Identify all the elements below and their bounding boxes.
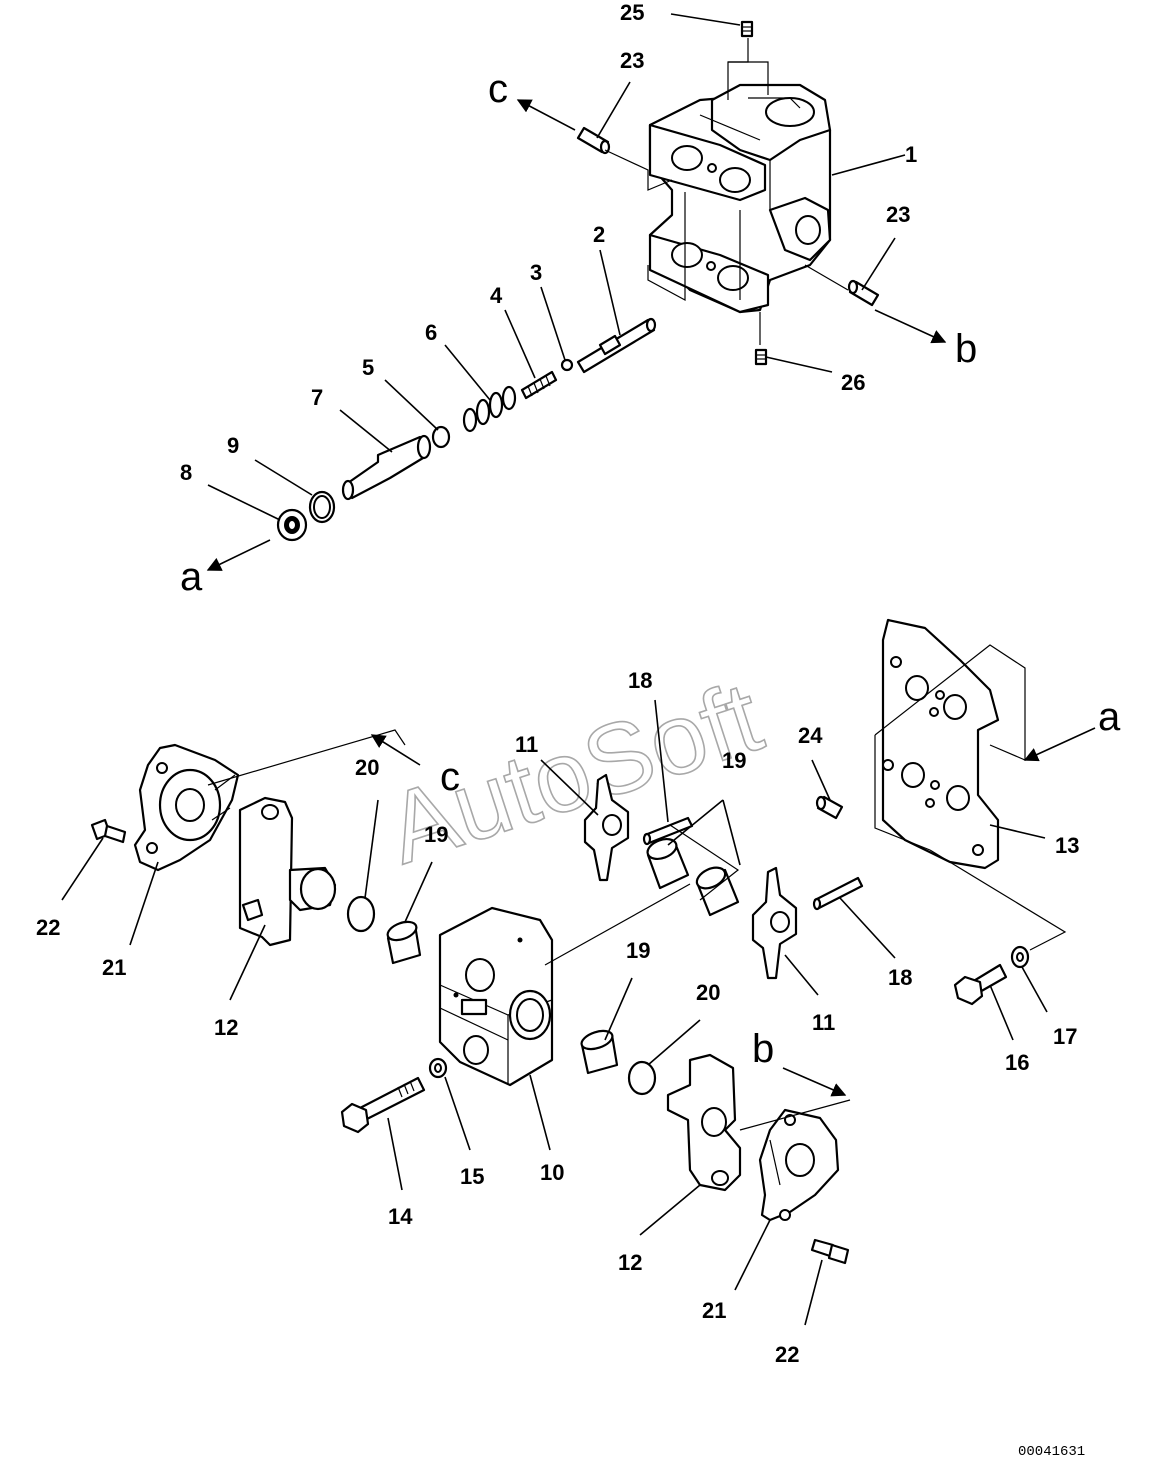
callout-18-upper: 18 [628, 668, 652, 693]
callout-5: 5 [362, 355, 374, 380]
lever-part-11-upper [583, 773, 630, 882]
callout-15: 15 [460, 1164, 484, 1189]
retainer-part-3 [560, 358, 574, 372]
seal-part-20-lower [627, 1060, 657, 1096]
reference-letters: c b a a c b [180, 67, 1121, 1071]
piston-part-7 [341, 434, 432, 501]
callout-19-right: 19 [722, 748, 746, 773]
ref-letter-a-right: a [1098, 695, 1121, 739]
callout-12-left: 12 [214, 1015, 238, 1040]
callout-19-lower: 19 [626, 938, 650, 963]
callout-13: 13 [1055, 833, 1079, 858]
callout-20-lower: 20 [696, 980, 720, 1005]
callout-21-left: 21 [102, 955, 126, 980]
callout-4: 4 [490, 283, 503, 308]
callout-7: 7 [311, 385, 323, 410]
callout-21-right: 21 [702, 1298, 726, 1323]
callout-14: 14 [388, 1204, 413, 1229]
callout-22-right: 22 [775, 1342, 799, 1367]
spring-part-6 [462, 385, 517, 433]
bolt-part-16 [953, 963, 1008, 1006]
callout-10: 10 [540, 1160, 564, 1185]
dowel-pin-part-23-left [576, 126, 611, 155]
ref-letter-c-mid: c [440, 755, 460, 799]
screw-part-22-right [810, 1238, 850, 1265]
lever-part-12-right [666, 1053, 742, 1192]
lever-part-11-lower [751, 866, 798, 980]
spool-part-2 [576, 317, 657, 374]
callout-23-top: 23 [620, 48, 644, 73]
bushing-part-19-d [580, 1029, 619, 1075]
bushing-part-19-b [695, 866, 740, 917]
callout-25: 25 [620, 0, 644, 25]
dowel-pin-part-23-right [847, 279, 880, 307]
washer-part-17 [1010, 945, 1030, 969]
callout-11-lower: 11 [812, 1010, 835, 1035]
washer-part-15 [428, 1057, 448, 1079]
callout-26: 26 [841, 370, 865, 395]
callout-12-right: 12 [618, 1250, 642, 1275]
callout-3: 3 [530, 260, 542, 285]
drawing-code: 00041631 [1018, 1444, 1085, 1460]
bolt-part-14 [340, 1076, 426, 1134]
plug-part-25 [740, 20, 754, 38]
bushing-part-19-a [646, 838, 690, 890]
ref-letter-c-top: c [488, 67, 508, 111]
callout-18-lower: 18 [888, 965, 912, 990]
callout-9: 9 [227, 433, 239, 458]
callout-23-right: 23 [886, 202, 910, 227]
watermark: AutoSoft [375, 660, 775, 885]
callout-leaders [61, 13, 1048, 1326]
assembly-guide-lines [206, 38, 1096, 1131]
plug-part-26 [754, 348, 768, 366]
callout-24: 24 [798, 723, 823, 748]
valve-body-part-1 [648, 83, 832, 314]
ref-letter-b-top: b [955, 327, 977, 371]
seal-part-20-upper [346, 895, 376, 933]
plate-part-13 [881, 618, 1000, 870]
callout-11-upper: 11 [515, 732, 538, 757]
callout-17: 17 [1053, 1024, 1077, 1049]
callout-22-left: 22 [36, 915, 60, 940]
cover-part-21-right [758, 1108, 840, 1222]
housing-part-10 [438, 906, 554, 1087]
spring-part-4 [520, 370, 558, 400]
callout-16: 16 [1005, 1050, 1029, 1075]
ref-letter-a-left: a [180, 555, 203, 599]
seat-part-5 [431, 425, 451, 449]
pin-part-18-lower [812, 876, 864, 911]
callout-19-left: 19 [424, 822, 448, 847]
callout-1: 1 [905, 142, 917, 167]
cover-part-21-left [133, 743, 240, 872]
lever-part-12-left [238, 796, 337, 947]
callout-20-upper: 20 [355, 755, 379, 780]
screw-part-22-left [90, 818, 127, 844]
callout-2: 2 [593, 222, 605, 247]
pin-part-24 [815, 795, 844, 820]
callout-labels: 1 2 3 4 5 6 7 8 9 10 11 11 12 12 13 14 1… [36, 0, 1079, 1367]
callout-6: 6 [425, 320, 437, 345]
plug-part-8 [276, 508, 308, 542]
bushing-part-19-c [386, 920, 422, 965]
callout-8: 8 [180, 460, 192, 485]
ref-letter-b-lower: b [752, 1027, 774, 1071]
